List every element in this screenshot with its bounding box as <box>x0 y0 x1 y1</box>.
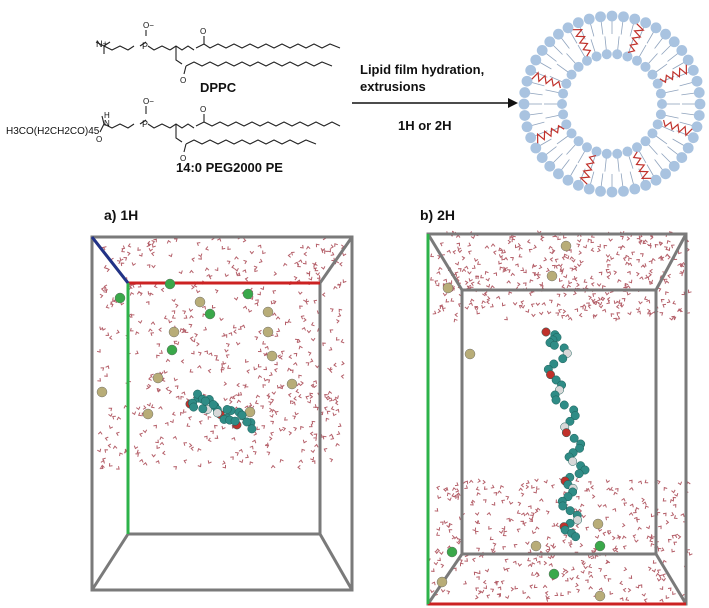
dppc-o-ester: O <box>200 27 206 36</box>
peg-amide-h: H <box>104 111 110 120</box>
peg-head-formula: H3CO(H2CH2CO)45 <box>6 126 100 137</box>
embedded-guests <box>531 23 693 185</box>
arrow-text-line3: 1H or 2H <box>398 118 451 133</box>
water-molecules-bottom <box>427 477 693 603</box>
peg-p: P <box>142 119 148 129</box>
peg-o-ester2: O <box>180 154 186 163</box>
peg-pe-structure <box>99 106 341 153</box>
arrow-text-line1: Lipid film hydration, <box>360 62 484 77</box>
guest-molecule-1H <box>185 389 257 434</box>
panel-a-label: a) 1H <box>104 207 138 223</box>
dppc-structure <box>95 30 341 75</box>
peg-amide-o: O <box>96 135 102 144</box>
lipid-heads <box>518 10 706 198</box>
peg-o-ester: O <box>200 105 206 114</box>
dppc-o-ester2: O <box>180 76 186 85</box>
dppc-o-minus: O− <box>143 21 154 30</box>
guest-molecule-2H <box>541 327 590 542</box>
dppc-p: P <box>142 41 148 51</box>
simulation-box-2H <box>426 230 693 606</box>
axes <box>90 236 320 534</box>
panel-b-label: b) 2H <box>420 207 455 223</box>
sodium-ions <box>96 296 298 420</box>
peg-o-minus: O− <box>143 97 154 106</box>
axes <box>426 234 686 606</box>
arrow-text-line2: extrusions <box>360 79 426 94</box>
chloride-ions <box>446 540 606 580</box>
sodium-ions <box>436 240 606 602</box>
peg-label: 14:0 PEG2000 PE <box>176 160 283 175</box>
liposome-diagram <box>518 10 706 198</box>
chloride-ions <box>114 278 254 356</box>
dppc-n-plus: N+ <box>96 39 108 49</box>
water-molecules <box>96 235 347 470</box>
lipid-tails <box>528 20 696 188</box>
reaction-arrow <box>352 98 518 108</box>
dppc-label: DPPC <box>200 80 237 95</box>
box-edges <box>426 232 688 606</box>
peg-amide-n: N <box>104 119 110 128</box>
simulation-box-1H <box>90 235 354 592</box>
